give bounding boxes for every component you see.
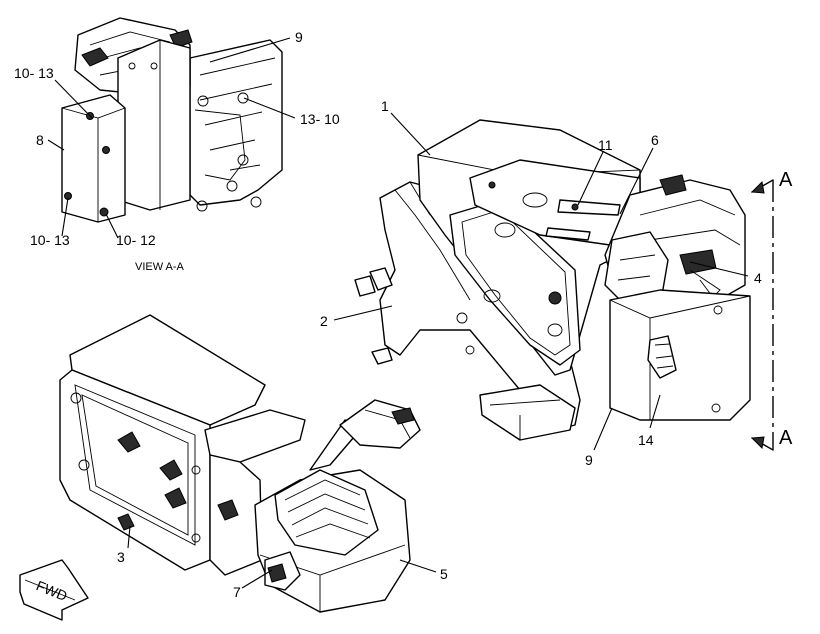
callout-5: 5 bbox=[440, 566, 448, 582]
view-a-a-rear-bracket bbox=[189, 39, 283, 206]
callout-10-13-lower: 10- 13 bbox=[30, 232, 70, 248]
fwd-arrow: FWD bbox=[19, 559, 89, 621]
callout-2: 2 bbox=[320, 313, 328, 329]
console-side-body bbox=[59, 369, 211, 571]
callout-11: 11 bbox=[598, 137, 613, 153]
frame-bracket-foot bbox=[479, 384, 576, 441]
callout-14: 14 bbox=[638, 432, 654, 448]
callout-1: 1 bbox=[381, 98, 389, 114]
section-marker-a-top: A bbox=[779, 169, 793, 191]
callout-labels: 9 10- 13 13- 10 8 10- 13 10- 12 1 11 6 4… bbox=[14, 29, 793, 600]
callout-7: 7 bbox=[233, 584, 241, 600]
callout-6: 6 bbox=[651, 132, 659, 148]
joystick-handle bbox=[339, 399, 421, 449]
top-plate-slot bbox=[557, 199, 621, 216]
callout-9-top: 9 bbox=[295, 29, 303, 45]
frame-bracket-stud bbox=[369, 267, 393, 291]
view-a-a-drawing bbox=[61, 17, 283, 223]
top-cap-nut bbox=[659, 174, 687, 196]
wing-nut-upper bbox=[117, 431, 141, 453]
callout-3: 3 bbox=[117, 549, 125, 565]
callout-10-12: 10- 12 bbox=[116, 232, 156, 248]
callout-8: 8 bbox=[36, 132, 44, 148]
section-marker-a-bottom: A bbox=[779, 427, 793, 449]
view-a-a-front-box bbox=[61, 94, 126, 223]
view-a-a-label: VIEW A-A bbox=[135, 261, 185, 273]
callout-9-bottom: 9 bbox=[585, 452, 593, 468]
wing-nut-middle bbox=[159, 459, 183, 481]
callout-13-10: 13- 10 bbox=[300, 111, 340, 127]
lower-box bbox=[609, 289, 751, 421]
callout-10-13-upper: 10- 13 bbox=[14, 65, 54, 81]
leader-lines bbox=[47, 37, 749, 589]
main-assembly-drawing bbox=[354, 119, 774, 451]
wing-nut-lower bbox=[164, 487, 187, 509]
callout-4: 4 bbox=[754, 270, 762, 286]
console-drawing bbox=[59, 314, 421, 613]
